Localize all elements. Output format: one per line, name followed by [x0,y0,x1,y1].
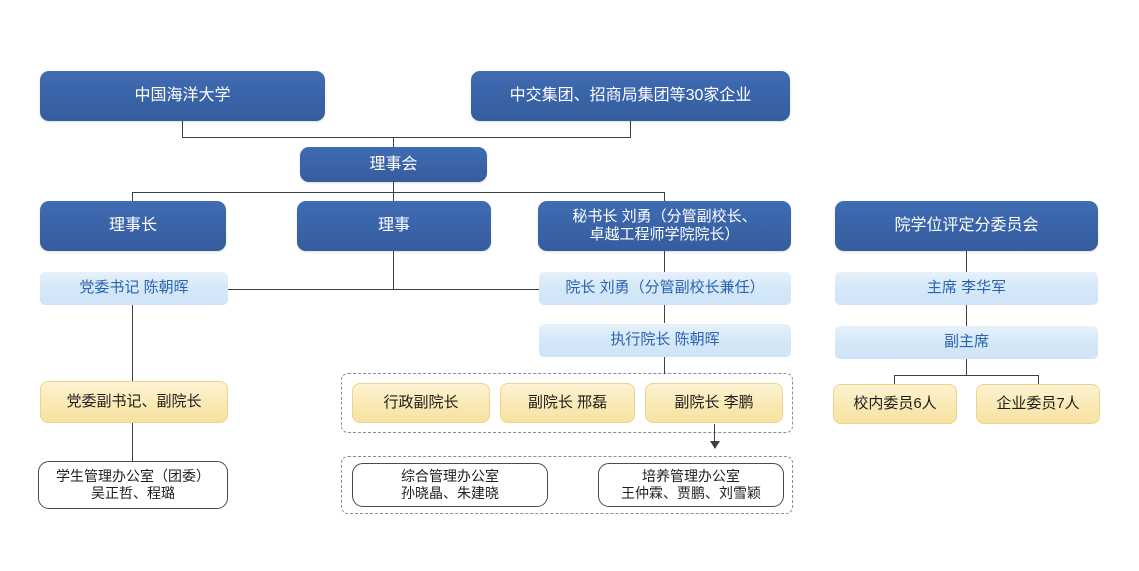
connector-deputy-to-studentoffice [132,423,134,461]
connector-enterprises-down [630,121,632,138]
node-committee-chair[interactable]: 主席 李华军 [835,272,1098,305]
node-degree-committee[interactable]: 院学位评定分委员会 [835,201,1098,251]
connector-members-horizontal [894,375,1039,377]
connector-secretarygeneral-to-dean [664,251,666,273]
offices-group-container [341,456,793,514]
node-student-office[interactable]: 学生管理办公室（团委） 吴正哲、程璐 [38,461,228,509]
node-enterprise-members[interactable]: 企业委员7人 [976,384,1100,424]
node-executive-dean[interactable]: 执行院长 陈朝晖 [539,324,791,357]
node-council-chair[interactable]: 理事长 [40,201,226,251]
arrow-head-training-office [710,441,720,449]
connector-chair-to-vicechair [966,305,968,327]
connector-vicechair-down [966,359,968,376]
node-dean[interactable]: 院长 刘勇（分管副校长兼任） [539,272,791,305]
connector-council-to-member [393,192,395,202]
connector-vicedean-to-trainingoffice [714,424,716,448]
node-vice-dean-lipeng[interactable]: 副院长 李鹏 [645,383,783,423]
node-council-member[interactable]: 理事 [297,201,491,251]
connector-dean-to-execdean [664,305,666,323]
connector-top-horizontal [182,137,631,139]
connector-secretary-dean-horizontal [228,289,540,291]
node-committee-vice-chair[interactable]: 副主席 [835,326,1098,359]
connector-council-down [393,179,395,193]
node-admin-vice-dean[interactable]: 行政副院长 [352,383,490,423]
connector-to-council [393,137,395,150]
connector-to-internal-members [894,375,896,384]
node-council[interactable]: 理事会 [300,147,487,182]
vice-dean-group-container [341,373,793,433]
node-secretary-general[interactable]: 秘书长 刘勇（分管副校长、 卓越工程师学院院长） [538,201,791,251]
node-enterprises[interactable]: 中交集团、招商局集团等30家企业 [471,71,790,121]
node-training-office[interactable]: 培养管理办公室 王仲霖、贾鹏、刘雪颖 [598,463,784,507]
connector-council-horizontal [132,192,665,194]
connector-partysecretary-to-deputy [132,305,134,381]
node-deputy-party-secretary[interactable]: 党委副书记、副院长 [40,381,228,423]
connector-member-down [393,251,395,290]
connector-to-enterprise-members [1038,375,1040,384]
node-university[interactable]: 中国海洋大学 [40,71,325,121]
node-vice-dean-xinglei[interactable]: 副院长 邢磊 [500,383,635,423]
node-general-office[interactable]: 综合管理办公室 孙晓晶、朱建晓 [352,463,548,507]
node-internal-members[interactable]: 校内委员6人 [833,384,957,424]
connector-degreecommittee-to-chair [966,251,968,273]
connector-execdean-to-vicedeans [664,357,666,374]
connector-council-to-secretary [664,192,666,202]
connector-university-down [182,121,184,138]
connector-council-to-chair [132,192,134,202]
node-party-secretary[interactable]: 党委书记 陈朝晖 [40,272,228,305]
